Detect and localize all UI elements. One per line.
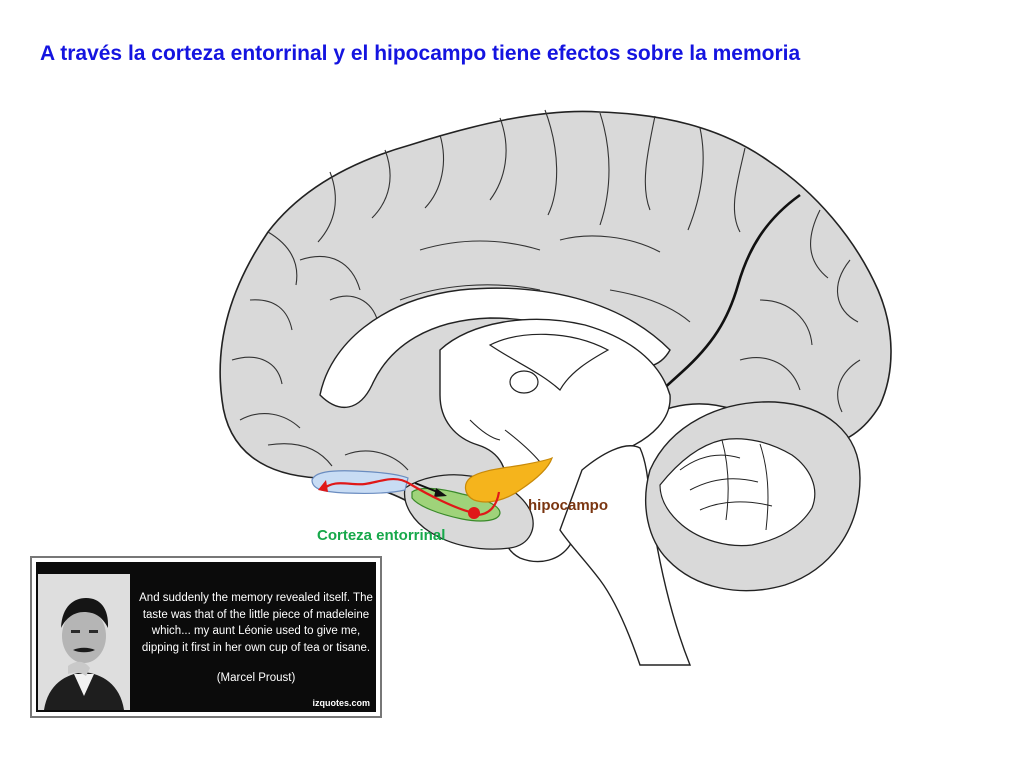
third-ventricle-outline [469,419,541,463]
black-arrow-head [434,488,447,497]
arbor-vitae [659,438,816,547]
thalamus [488,333,610,391]
interthalamic-adhesion [509,370,539,394]
quote-author: (Marcel Proust) [216,672,296,684]
brainstem [559,445,692,666]
hippocampus [464,456,554,503]
quote-source: izquotes.com [312,698,370,708]
sulci-lines [231,109,861,471]
red-node [468,507,480,519]
slide-title: A través la corteza entorrinal y el hipo… [40,42,801,65]
red-arrow-head [318,480,328,492]
portrait-image [38,574,130,710]
cerebellar-folia [679,439,773,531]
olfactory-region [311,470,409,494]
quote-card: And suddenly the memory revealed itself.… [30,556,382,718]
entorhinal-cortex-label: Corteza entorrinal [317,527,446,544]
hippocampus-label: hipocampo [528,497,609,514]
quote-text: And suddenly the memory revealed itself.… [139,592,373,654]
quote-panel: And suddenly the memory revealed itself.… [36,562,376,712]
